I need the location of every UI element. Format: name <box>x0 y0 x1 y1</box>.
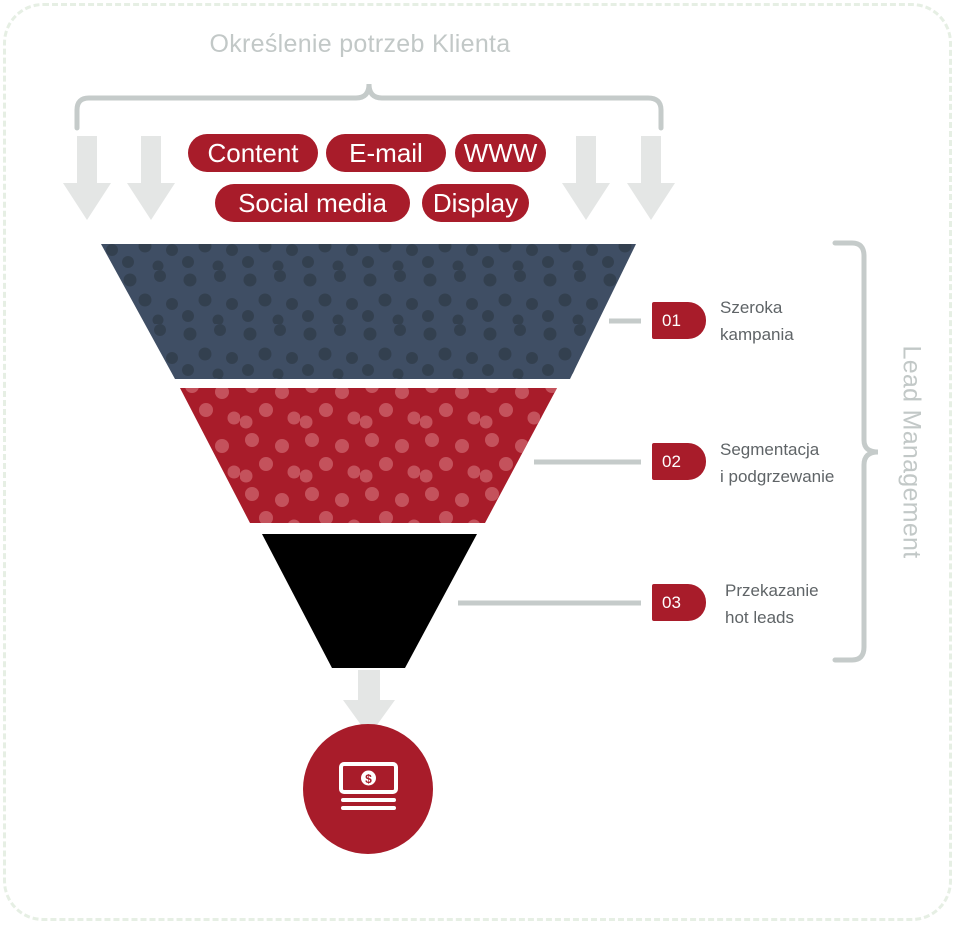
dashed-frame <box>3 3 952 921</box>
channel-pill-social-media: Social media <box>215 184 410 222</box>
arrow-down-icon <box>127 136 175 220</box>
top-bracket <box>74 83 664 131</box>
step-label-1: Szeroka kampania <box>720 294 794 348</box>
result-circle <box>303 724 433 854</box>
step-label-3-line2: hot leads <box>725 608 794 627</box>
arrow-down-icon <box>562 136 610 220</box>
step-label-3-line1: Przekazanie <box>725 581 819 600</box>
step-badge-2: 02 <box>652 443 706 480</box>
lead-management-label: Lead Management <box>897 345 926 559</box>
channel-pill-content: Content <box>188 134 318 172</box>
funnel-stage-3 <box>262 534 477 668</box>
money-stack-icon: $ <box>339 762 398 810</box>
arrow-down-icon <box>627 136 675 220</box>
step-label-1-line1: Szeroka <box>720 298 783 317</box>
step-label-3: Przekazanie hot leads <box>725 577 819 631</box>
channel-pill-www: WWW <box>455 134 546 172</box>
svg-text:$: $ <box>365 772 372 786</box>
step-label-1-line2: kampania <box>720 325 794 344</box>
step-badge-1: 01 <box>652 302 706 339</box>
channel-pill-display: Display <box>422 184 529 222</box>
funnel-stage-1-dots <box>101 244 636 379</box>
funnel-stage-2-dots <box>180 388 557 523</box>
step-badge-3: 03 <box>652 584 706 621</box>
arrow-down-icon <box>343 670 395 736</box>
channel-pill-email: E-mail <box>326 134 446 172</box>
diagram-title: Określenie potrzeb Klienta <box>209 30 511 58</box>
step-label-2: Segmentacja i podgrzewanie <box>720 436 834 490</box>
right-bracket <box>832 240 879 663</box>
step-label-2-line1: Segmentacja <box>720 440 820 459</box>
arrow-down-icon <box>63 136 111 220</box>
step-label-2-line2: i podgrzewanie <box>720 467 835 486</box>
